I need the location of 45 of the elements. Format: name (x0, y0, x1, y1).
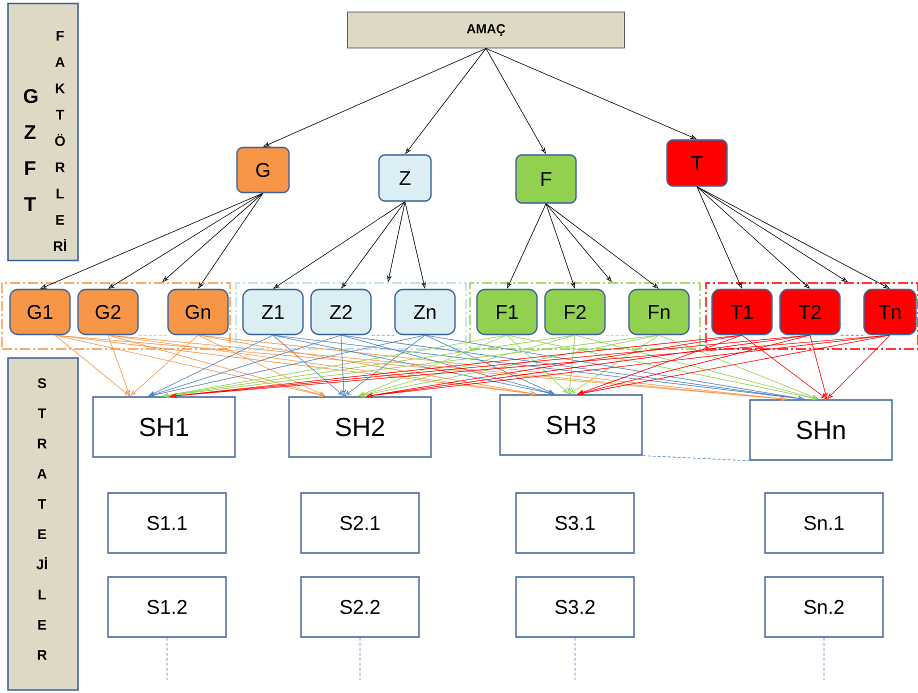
strategy-box: S2.2 (300, 576, 420, 638)
strategy-box: Sn.2 (764, 576, 884, 638)
strategy-box: S3.2 (515, 576, 635, 638)
factor-box: Fn (628, 288, 690, 336)
side-panel: GZFT FAKTÖRLERİ (7, 2, 79, 262)
factor-box: G (236, 146, 290, 194)
dashed-line (642, 455, 750, 462)
strategy-box: Sn.1 (764, 492, 884, 554)
group-frame (469, 282, 701, 350)
factor-box: G2 (77, 288, 139, 336)
strategy-box: S1.1 (107, 492, 227, 554)
factor-box: T2 (779, 288, 841, 336)
factor-box: F2 (544, 288, 606, 336)
factor-box: Z (378, 154, 432, 202)
strategy-box: SH2 (288, 396, 432, 458)
strategy-box: SHn (749, 399, 893, 461)
factor-box: Tn (863, 288, 917, 336)
arrow (546, 203, 659, 289)
factor-box: Gn (167, 288, 229, 336)
factor-box: F (515, 154, 577, 204)
factor-box: Z2 (310, 288, 372, 336)
dashed-line (371, 334, 395, 336)
factor-box: Z1 (242, 288, 304, 336)
group-frame (1, 282, 231, 350)
dashed-line (574, 637, 576, 680)
strategy-box: S1.2 (107, 576, 227, 638)
dashed-line (840, 334, 864, 336)
dashed-line (605, 334, 629, 336)
strategy-box: SH1 (92, 396, 236, 458)
goal-box: AMAÇ (347, 12, 625, 48)
group-frame (235, 282, 467, 350)
strategy-box: SH3 (499, 394, 643, 456)
dashed-line (138, 334, 168, 336)
arrow (344, 334, 426, 396)
factor-box: Zn (394, 288, 456, 336)
arrow (742, 334, 827, 400)
dashed-line (166, 637, 168, 680)
side-panel: STRATEJİLER (7, 357, 79, 691)
strategy-box: S3.1 (515, 492, 635, 554)
group-frame (705, 282, 918, 350)
strategy-box: S2.1 (300, 492, 420, 554)
factor-box: T (666, 139, 728, 187)
factor-box: T1 (711, 288, 773, 336)
factor-box: F1 (476, 288, 538, 336)
factor-box: G1 (9, 288, 71, 336)
